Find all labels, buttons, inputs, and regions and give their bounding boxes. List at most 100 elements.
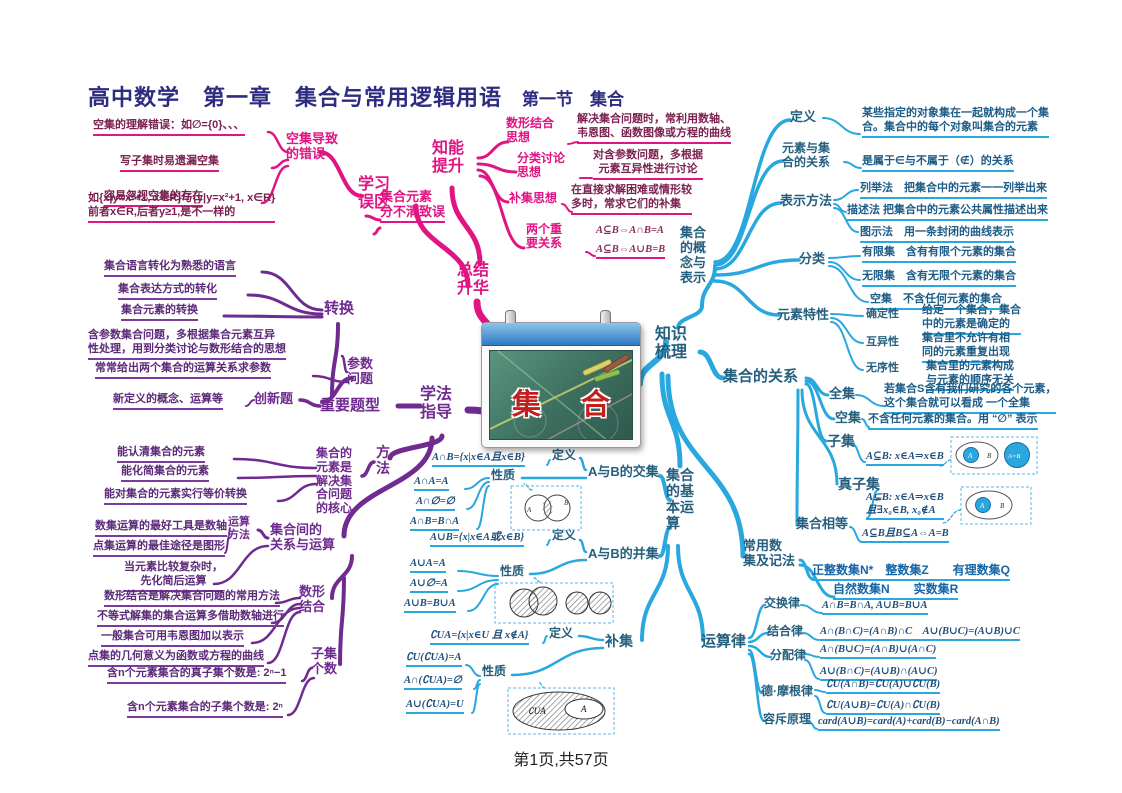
leaf-set-equality-formula: A⊆B且B⊆A⇔A=B — [862, 527, 949, 544]
chapter-title: 高中数学 第一章 集合与常用逻辑用语 — [88, 85, 503, 110]
leaf-simplify-first: 当元素比较复杂时， 先化简后运算 — [124, 561, 223, 592]
leaf-diagram-method: 图示法 用一条封闭的曲线表示 — [860, 226, 1014, 243]
leaf-subset-formula: A⊆B: x∈A⇒x∈B — [866, 450, 944, 467]
label-classification-thought: 分类讨论 思想 — [517, 151, 566, 179]
page-title: 高中数学 第一章 集合与常用逻辑用语 第一节 集合 — [88, 80, 624, 112]
leaf-empty-set-class: 空集 不含任何元素的集合 — [870, 293, 1002, 310]
label-proper-subset: 真子集 — [838, 476, 880, 492]
leaf-distributive-formula-1: A∩(B∪C)=(A∩B)∪(A∩C) — [820, 643, 937, 660]
leaf-union-prop-2: A∪∅=A — [410, 577, 448, 594]
label-element-core: 集合的 元素是 解决集 合问题 的核心 — [316, 446, 353, 516]
leaf-number-shape-4: 点集的几何意义为函数或方程的曲线 — [88, 650, 264, 667]
label-complement-def: 定义 — [549, 626, 574, 640]
leaf-classification-thought-desc: 对含参数问题，多根据 元素互异性进行讨论 — [593, 149, 703, 180]
label-basic-operations: 集合 的基 本运 算 — [666, 467, 694, 532]
label-classification: 分类 — [799, 251, 826, 266]
leaf-key-relation-1: A⊆B⇔A∩B=A — [596, 225, 664, 236]
label-learning-misconceptions: 学习 误区 — [358, 176, 391, 212]
leaf-commutative-formula: A∩B=B∩A, A∪B=B∪A — [822, 599, 928, 616]
label-union-props: 性质 — [500, 564, 525, 578]
label-intersection-props: 性质 — [491, 468, 516, 482]
leaf-number-shape-2: 不等式解集的集合运算多借助数轴进行 — [97, 610, 284, 627]
label-complement: 补集 — [605, 633, 633, 649]
leaf-associative-formula: A∩(B∩C)=(A∩B)∩C A∪(B∪C)=(A∪B)∪C — [820, 625, 1020, 642]
label-set-equality: 集合相等 — [796, 516, 849, 531]
label-knowledge-improvement: 知能 提升 — [432, 140, 465, 176]
leaf-distinctness-desc: 集合里不允许有相 同的元素重复出现 — [922, 332, 1010, 363]
leaf-finite-set: 有限集 含有有限个元素的集合 — [862, 246, 1016, 263]
leaf-definition-desc: 某些指定的对象集在一起就构成一个集 合。集合中的每个对象叫集合的元素 — [862, 107, 1049, 138]
leaf-union-prop-3: A∪B=B∪A — [404, 597, 456, 614]
leaf-complement-def-formula: ∁UA={x|x∈U 且 x∉A} — [430, 629, 529, 646]
leaf-intersection-def-formula: A∩B={x|x∈A且x∈B} — [432, 451, 525, 468]
label-representation: 表示方法 — [780, 193, 833, 208]
leaf-inclusion-exclusion-formula: card(A∪B)=card(A)+card(B)−card(A∩B) — [818, 715, 1000, 732]
section-title: 第一节 集合 — [522, 90, 625, 109]
leaf-operation-method-2: 点集运算的最佳途径是图形 — [93, 540, 225, 557]
label-subset-count: 子集 个数 — [311, 646, 338, 676]
leaf-unorderedness-desc: 集合里的元素构成 与元素的顺序无关 — [926, 360, 1014, 391]
leaf-intersection-prop-2: A∩∅=∅ — [416, 495, 455, 512]
chalk-scribbles-icon — [490, 351, 632, 439]
leaf-union-prop-1: A∪A=A — [410, 557, 446, 574]
leaf-intersection-prop-3: A∩B=B∩A — [410, 515, 460, 532]
label-definition: 定义 — [790, 109, 817, 124]
leaf-proper-subset-count: 含n个元素集合的真子集个数是: 2ⁿ−1 — [107, 667, 287, 684]
label-determinacy: 确定性 — [866, 308, 899, 320]
leaf-complement-prop-1: ∁U(∁UA)=A — [406, 651, 462, 668]
leaf-conversion-1: 集合语言转化为熟悉的语言 — [104, 260, 236, 277]
leaf-universal-set-desc: 若集合S含有我们研究的各个元素， 这个集合就可以看成 一个全集 — [884, 383, 1057, 414]
label-two-key-relations: 两个重 要关系 — [526, 222, 563, 250]
leaf-infinite-set: 无限集 含有无限个元素的集合 — [862, 270, 1016, 287]
leaf-key-relation-2: A⊆B⇔A∪B=B — [596, 243, 666, 260]
leaf-subset-count: 含n个元素集合的子集个数是: 2ⁿ — [127, 701, 283, 718]
leaf-core-2: 能化简集合的元素 — [121, 465, 209, 482]
label-set-relations: 集合的关系 — [723, 368, 799, 385]
label-associative-law: 结合律 — [767, 624, 804, 638]
leaf-ignore-empty-set: 容易忽视空集的存在 — [104, 190, 203, 207]
page-indicator: 第1页,共57页 — [513, 752, 609, 769]
leaf-innovation-desc: 新定义的概念、运算等 — [113, 393, 223, 410]
leaf-proper-subset-formula: A⊊B: x∈A⇒x∈B 且∃x₀∈B, x₀∉A — [866, 491, 944, 521]
label-number-shape: 数形 结合 — [299, 584, 326, 614]
central-topic-image: 集合 — [481, 310, 641, 448]
label-distinctness: 互异性 — [866, 336, 899, 348]
leaf-conversion-2: 集合表达方式的转化 — [118, 283, 217, 300]
label-complement-props: 性质 — [482, 664, 507, 678]
label-inclusion-exclusion: 容斥原理 — [763, 712, 812, 726]
leaf-complement-thought-desc: 在直接求解困难或情形较 多时，常求它们的补集 — [571, 184, 692, 215]
chalkboard-image: 集合 — [489, 350, 633, 440]
calendar-header-bar — [482, 323, 640, 346]
leaf-complement-prop-2: A∩(∁UA)=∅ — [404, 674, 462, 691]
leaf-determinacy-desc: 给定一个集合，集合 中的元素是确定的 — [922, 304, 1021, 335]
label-element-confusion: 集合元素 分不清致误 — [380, 189, 446, 223]
label-union: A与B的并集 — [588, 546, 659, 561]
label-demorgan-law: 德·摩根律 — [761, 684, 813, 698]
leaf-distributive-formula-2: A∪(B∩C)=(A∪B)∩(A∪C) — [820, 665, 938, 682]
label-concept-representation: 集合 的概 念与 表示 — [680, 225, 707, 285]
label-conversion: 转换 — [324, 300, 355, 317]
leaf-element-set-relation-desc: 是属于∈与不属于（∉）的关系 — [862, 155, 1014, 172]
central-topic-label: 集合 — [511, 388, 610, 421]
leaf-description-method: 描述法 把集合中的元素公共属性描述出来 — [847, 204, 1049, 221]
label-innovation: 创新题 — [254, 391, 294, 406]
leaf-demorgan-formula-1: ∁U(A∩B)=∁U(A)∪∁U(B) — [826, 678, 941, 695]
leaf-union-def-formula: A∪B={x|x∈A或x∈B} — [430, 531, 525, 548]
label-study-guidance: 学法 指导 — [420, 386, 453, 422]
leaf-conversion-3: 集合元素的转换 — [121, 304, 198, 321]
label-element-set-relation: 元素与集 合的关系 — [782, 141, 831, 169]
label-important-topics: 重要题型 — [320, 397, 381, 414]
label-summary: 总结 升华 — [457, 262, 490, 298]
leaf-number-shape-thought-desc: 解决集合问题时，常利用数轴、 韦恩图、函数图像或方程的曲线 — [577, 113, 731, 144]
leaf-empty-set-relation-desc: 不含任何元素的集合。用 “∅” 表示 — [868, 413, 1038, 430]
label-operation-method: 运算 方法 — [228, 516, 250, 541]
label-universal-set: 全集 — [829, 386, 856, 401]
label-union-def: 定义 — [552, 528, 577, 542]
label-method: 方 法 — [376, 444, 390, 477]
label-complement-thought: 补集思想 — [509, 191, 558, 205]
leaf-core-1: 能认清集合的元素 — [117, 446, 205, 463]
label-commutative-law: 交换律 — [764, 596, 801, 610]
label-parameter-problems: 参数 问题 — [347, 356, 374, 386]
